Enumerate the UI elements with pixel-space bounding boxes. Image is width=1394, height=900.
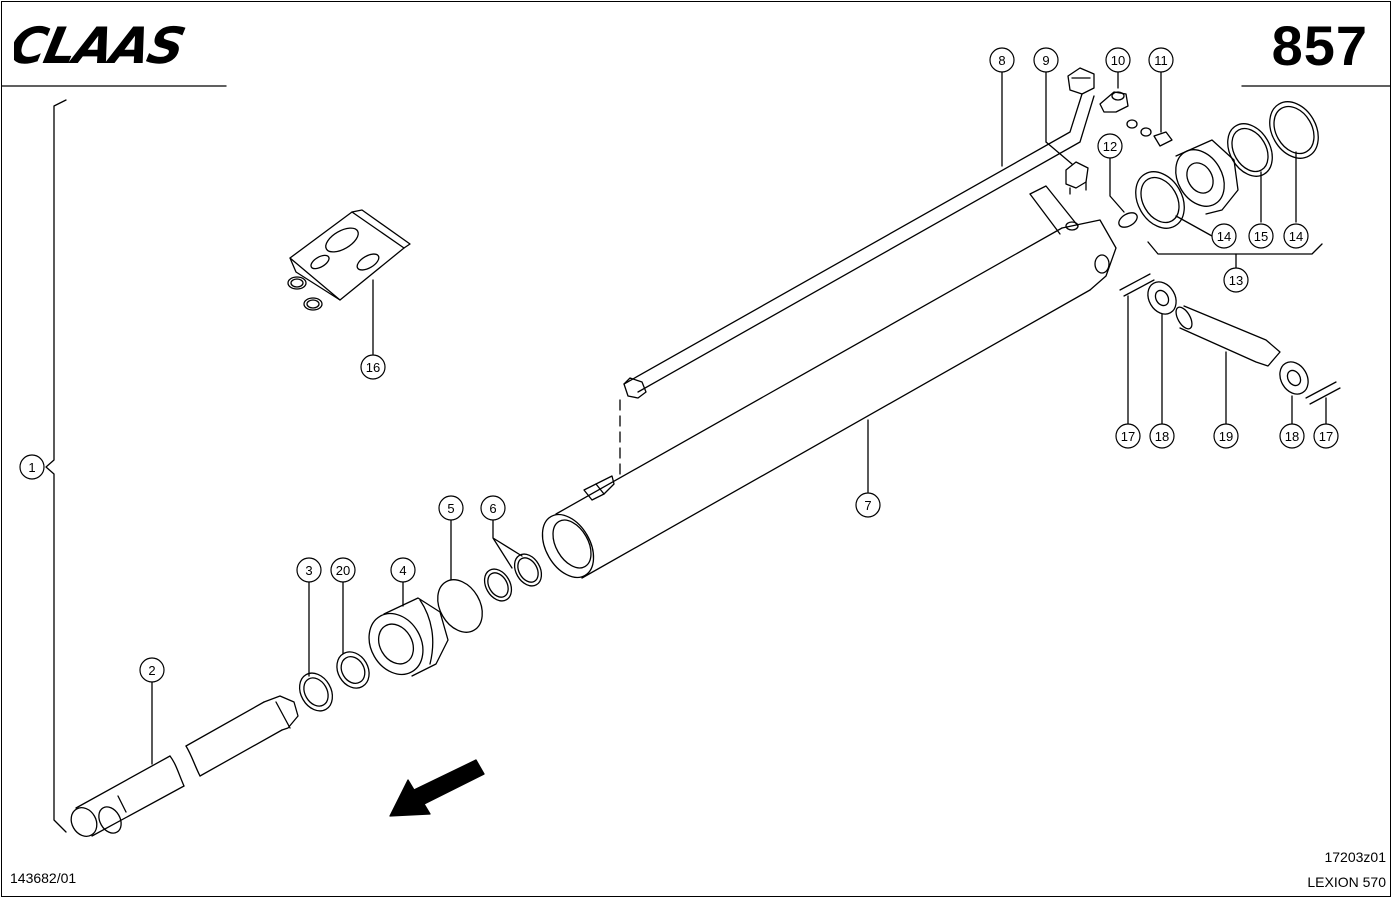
pipe-clamp — [1099, 91, 1129, 113]
callout-4[interactable]: 4 — [390, 557, 416, 583]
callout-13[interactable]: 13 — [1223, 267, 1249, 293]
logo-lettering: CLAAS — [14, 20, 189, 68]
callout-12[interactable]: 12 — [1097, 133, 1123, 159]
assembly-bracket — [45, 99, 67, 833]
callout-20[interactable]: 20 — [330, 557, 356, 583]
seal-kit-bag — [287, 209, 411, 311]
callout-18-left[interactable]: 18 — [1149, 423, 1175, 449]
svg-text:13: 13 — [1229, 273, 1243, 288]
svg-text:18: 18 — [1285, 429, 1299, 444]
svg-text:2: 2 — [148, 663, 155, 678]
svg-text:14: 14 — [1217, 229, 1231, 244]
svg-text:17: 17 — [1319, 429, 1333, 444]
drawing-code: 17203z01 — [1324, 849, 1386, 865]
svg-text:10: 10 — [1111, 53, 1125, 68]
callout-labels: 1 2 3 20 4 5 6 7 8 9 10 11 12 14 15 14 1… — [19, 47, 1339, 683]
part-list-code: 143682/01 — [10, 870, 77, 886]
page-number: 857 — [1271, 14, 1368, 77]
callout-14-right[interactable]: 14 — [1283, 223, 1309, 249]
callout-11[interactable]: 11 — [1148, 47, 1174, 73]
callout-16[interactable]: 16 — [360, 354, 386, 380]
o-ring — [437, 579, 483, 633]
callout-2[interactable]: 2 — [139, 657, 165, 683]
wiper-ring — [298, 672, 334, 712]
callout-6[interactable]: 6 — [480, 495, 506, 521]
callout-8[interactable]: 8 — [989, 47, 1015, 73]
svg-text:12: 12 — [1103, 139, 1117, 154]
callout-18-right[interactable]: 18 — [1279, 423, 1305, 449]
bolt-and-washers — [1126, 119, 1173, 147]
callout-15[interactable]: 15 — [1248, 223, 1274, 249]
leader-lines — [151, 71, 1327, 765]
small-o-ring — [1118, 212, 1138, 228]
svg-text:20: 20 — [336, 563, 350, 578]
callout-14-left[interactable]: 14 — [1211, 223, 1237, 249]
callout-1[interactable]: 1 — [19, 454, 45, 480]
svg-text:19: 19 — [1219, 429, 1233, 444]
svg-text:17: 17 — [1121, 429, 1135, 444]
svg-text:18: 18 — [1155, 429, 1169, 444]
svg-text:1: 1 — [28, 460, 35, 475]
pin-and-washers — [1119, 273, 1341, 405]
claas-logo: CLAAS — [14, 20, 189, 68]
direction-arrow — [389, 759, 485, 817]
callout-9[interactable]: 9 — [1033, 47, 1059, 73]
svg-text:15: 15 — [1254, 229, 1268, 244]
callout-17-right[interactable]: 17 — [1313, 423, 1339, 449]
callout-7[interactable]: 7 — [855, 492, 881, 518]
callout-5[interactable]: 5 — [438, 495, 464, 521]
svg-text:14: 14 — [1289, 229, 1303, 244]
hydraulic-line — [623, 67, 1095, 399]
svg-text:6: 6 — [489, 501, 496, 516]
piston-assembly — [1135, 101, 1323, 255]
cylinder-head — [368, 597, 449, 677]
svg-text:5: 5 — [447, 501, 454, 516]
svg-text:8: 8 — [998, 53, 1005, 68]
svg-text:3: 3 — [305, 563, 312, 578]
machine-model: LEXION 570 — [1307, 874, 1386, 890]
svg-text:11: 11 — [1154, 53, 1168, 68]
svg-text:16: 16 — [366, 360, 380, 375]
callout-19[interactable]: 19 — [1213, 423, 1239, 449]
cylinder-tube — [541, 185, 1117, 579]
svg-text:7: 7 — [864, 498, 871, 513]
svg-text:9: 9 — [1042, 53, 1049, 68]
callout-17-left[interactable]: 17 — [1115, 423, 1141, 449]
callout-10[interactable]: 10 — [1105, 47, 1131, 73]
callout-3[interactable]: 3 — [296, 557, 322, 583]
screw-fitting — [1065, 161, 1089, 195]
svg-text:4: 4 — [399, 563, 406, 578]
guide-ring — [336, 651, 370, 689]
piston-rod — [70, 695, 299, 837]
backup-rings — [483, 553, 543, 602]
